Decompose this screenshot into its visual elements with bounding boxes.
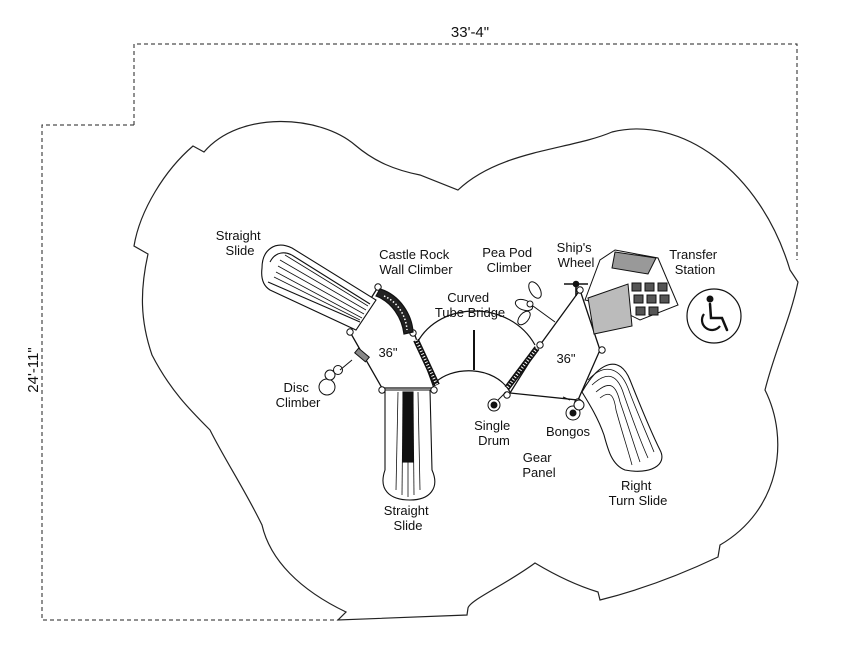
- label-right-turn-slide: Right Turn Slide: [609, 478, 668, 508]
- right-turn-slide: [581, 363, 663, 472]
- castle-rock-wall-climber: [375, 288, 414, 335]
- single-drum-icon: [487, 391, 507, 412]
- left-deck-height: 36": [378, 345, 397, 360]
- component-labels: Straight Slide Castle Rock Wall Climber …: [216, 228, 721, 533]
- label-straight-slide-top: Straight Slide: [216, 228, 264, 258]
- tube-bridge-right-climber: [504, 346, 540, 390]
- label-single-drum: Single Drum: [474, 418, 514, 448]
- label-disc-climber: Disc Climber: [276, 380, 321, 410]
- use-zone-outline: [133, 120, 799, 621]
- label-ships-wheel: Ship's Wheel: [557, 240, 596, 270]
- curved-tube-bridge: [416, 310, 536, 393]
- pea-pod-climber: [514, 281, 556, 326]
- label-transfer-station: Transfer Station: [669, 247, 721, 277]
- wheelchair-icon: [686, 288, 742, 344]
- right-deck: [508, 288, 601, 401]
- ships-wheel-icon: [564, 280, 588, 296]
- width-dimension-label: 33'-4": [451, 24, 489, 41]
- straight-slide-top: [261, 244, 377, 331]
- label-castle-rock-wall-climber: Castle Rock Wall Climber: [379, 247, 453, 277]
- disc-climber: [318, 347, 370, 396]
- bongos-icon: [562, 396, 585, 421]
- label-straight-slide-bottom: Straight Slide: [384, 503, 432, 533]
- transfer-station: [584, 249, 679, 335]
- label-gear-panel: Gear Panel: [522, 450, 555, 480]
- dimension-lines: [41, 43, 798, 621]
- depth-dimension-line: [41, 124, 338, 621]
- right-deck-height: 36": [556, 351, 575, 366]
- tube-bridge-left-climber: [413, 338, 440, 387]
- label-pea-pod-climber: Pea Pod Climber: [482, 245, 536, 275]
- straight-slide-bottom: [382, 389, 436, 501]
- depth-dimension-label: 24'-11": [25, 347, 42, 392]
- label-bongos: Bongos: [546, 424, 591, 439]
- label-curved-tube-bridge: Curved Tube Bridge: [435, 290, 505, 320]
